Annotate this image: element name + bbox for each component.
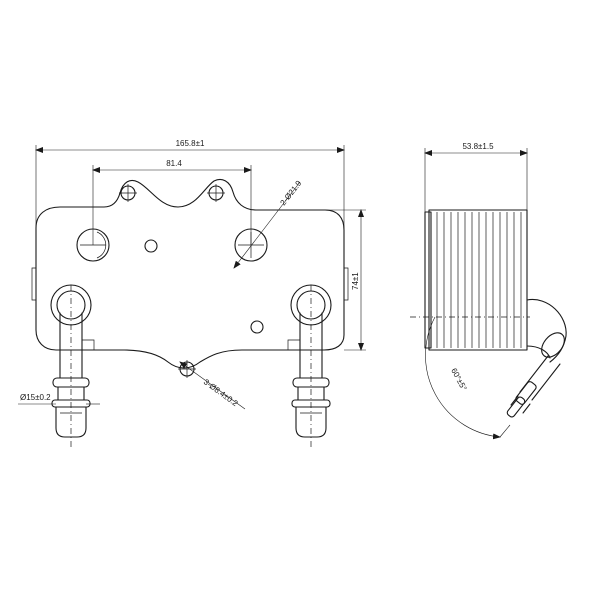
dim-mount-holes-label: 3-Ø8.4±0.2 xyxy=(202,377,240,408)
dim-height: 74±1 xyxy=(325,209,366,351)
flange-left-bottom xyxy=(82,339,95,350)
dim-pipe-angle-label: 60°±5° xyxy=(449,367,468,393)
mount-hole-top-left xyxy=(119,184,137,202)
pipe-right xyxy=(290,284,332,447)
dim-port-holes: 2-Ø21.9 xyxy=(233,178,304,269)
flange-right-bottom xyxy=(287,339,300,350)
dim-bolt-spacing-label: 81.4 xyxy=(166,159,182,168)
dim-side-depth: 53.8±1.5 xyxy=(424,142,528,212)
side-body xyxy=(428,209,528,351)
dim-pipe-diameter: Ø15±0.2 xyxy=(18,393,100,405)
small-hole-right xyxy=(250,320,264,334)
dim-mount-holes: 3-Ø8.4±0.2 xyxy=(179,361,246,410)
dim-side-depth-label: 53.8±1.5 xyxy=(462,142,494,151)
dim-overall-width: 165.8±1 xyxy=(35,139,345,230)
dim-port-holes-label: 2-Ø21.9 xyxy=(278,178,303,207)
mount-hole-top-right xyxy=(207,184,225,202)
side-tab-left xyxy=(31,267,36,301)
dim-height-label: 74±1 xyxy=(351,272,360,290)
cooling-fins xyxy=(436,212,522,348)
side-pipe xyxy=(506,298,567,418)
small-hole-center xyxy=(144,239,158,253)
side-tab-right xyxy=(344,267,349,301)
dim-bolt-spacing: 81.4 xyxy=(92,159,252,245)
side-back-plate xyxy=(424,211,432,349)
dim-pipe-angle: 60°±5° xyxy=(425,316,511,440)
dim-pipe-diameter-label: Ø15±0.2 xyxy=(20,393,51,402)
cooler-plate-outline xyxy=(35,178,345,369)
front-view: 165.8±1 81.4 2-Ø21.9 74±1 3-Ø8.4±0.2 xyxy=(18,139,366,447)
dim-overall-width-label: 165.8±1 xyxy=(176,139,205,148)
side-view: 53.8±1.5 60°±5° xyxy=(410,142,567,440)
pipe-left xyxy=(50,284,92,447)
